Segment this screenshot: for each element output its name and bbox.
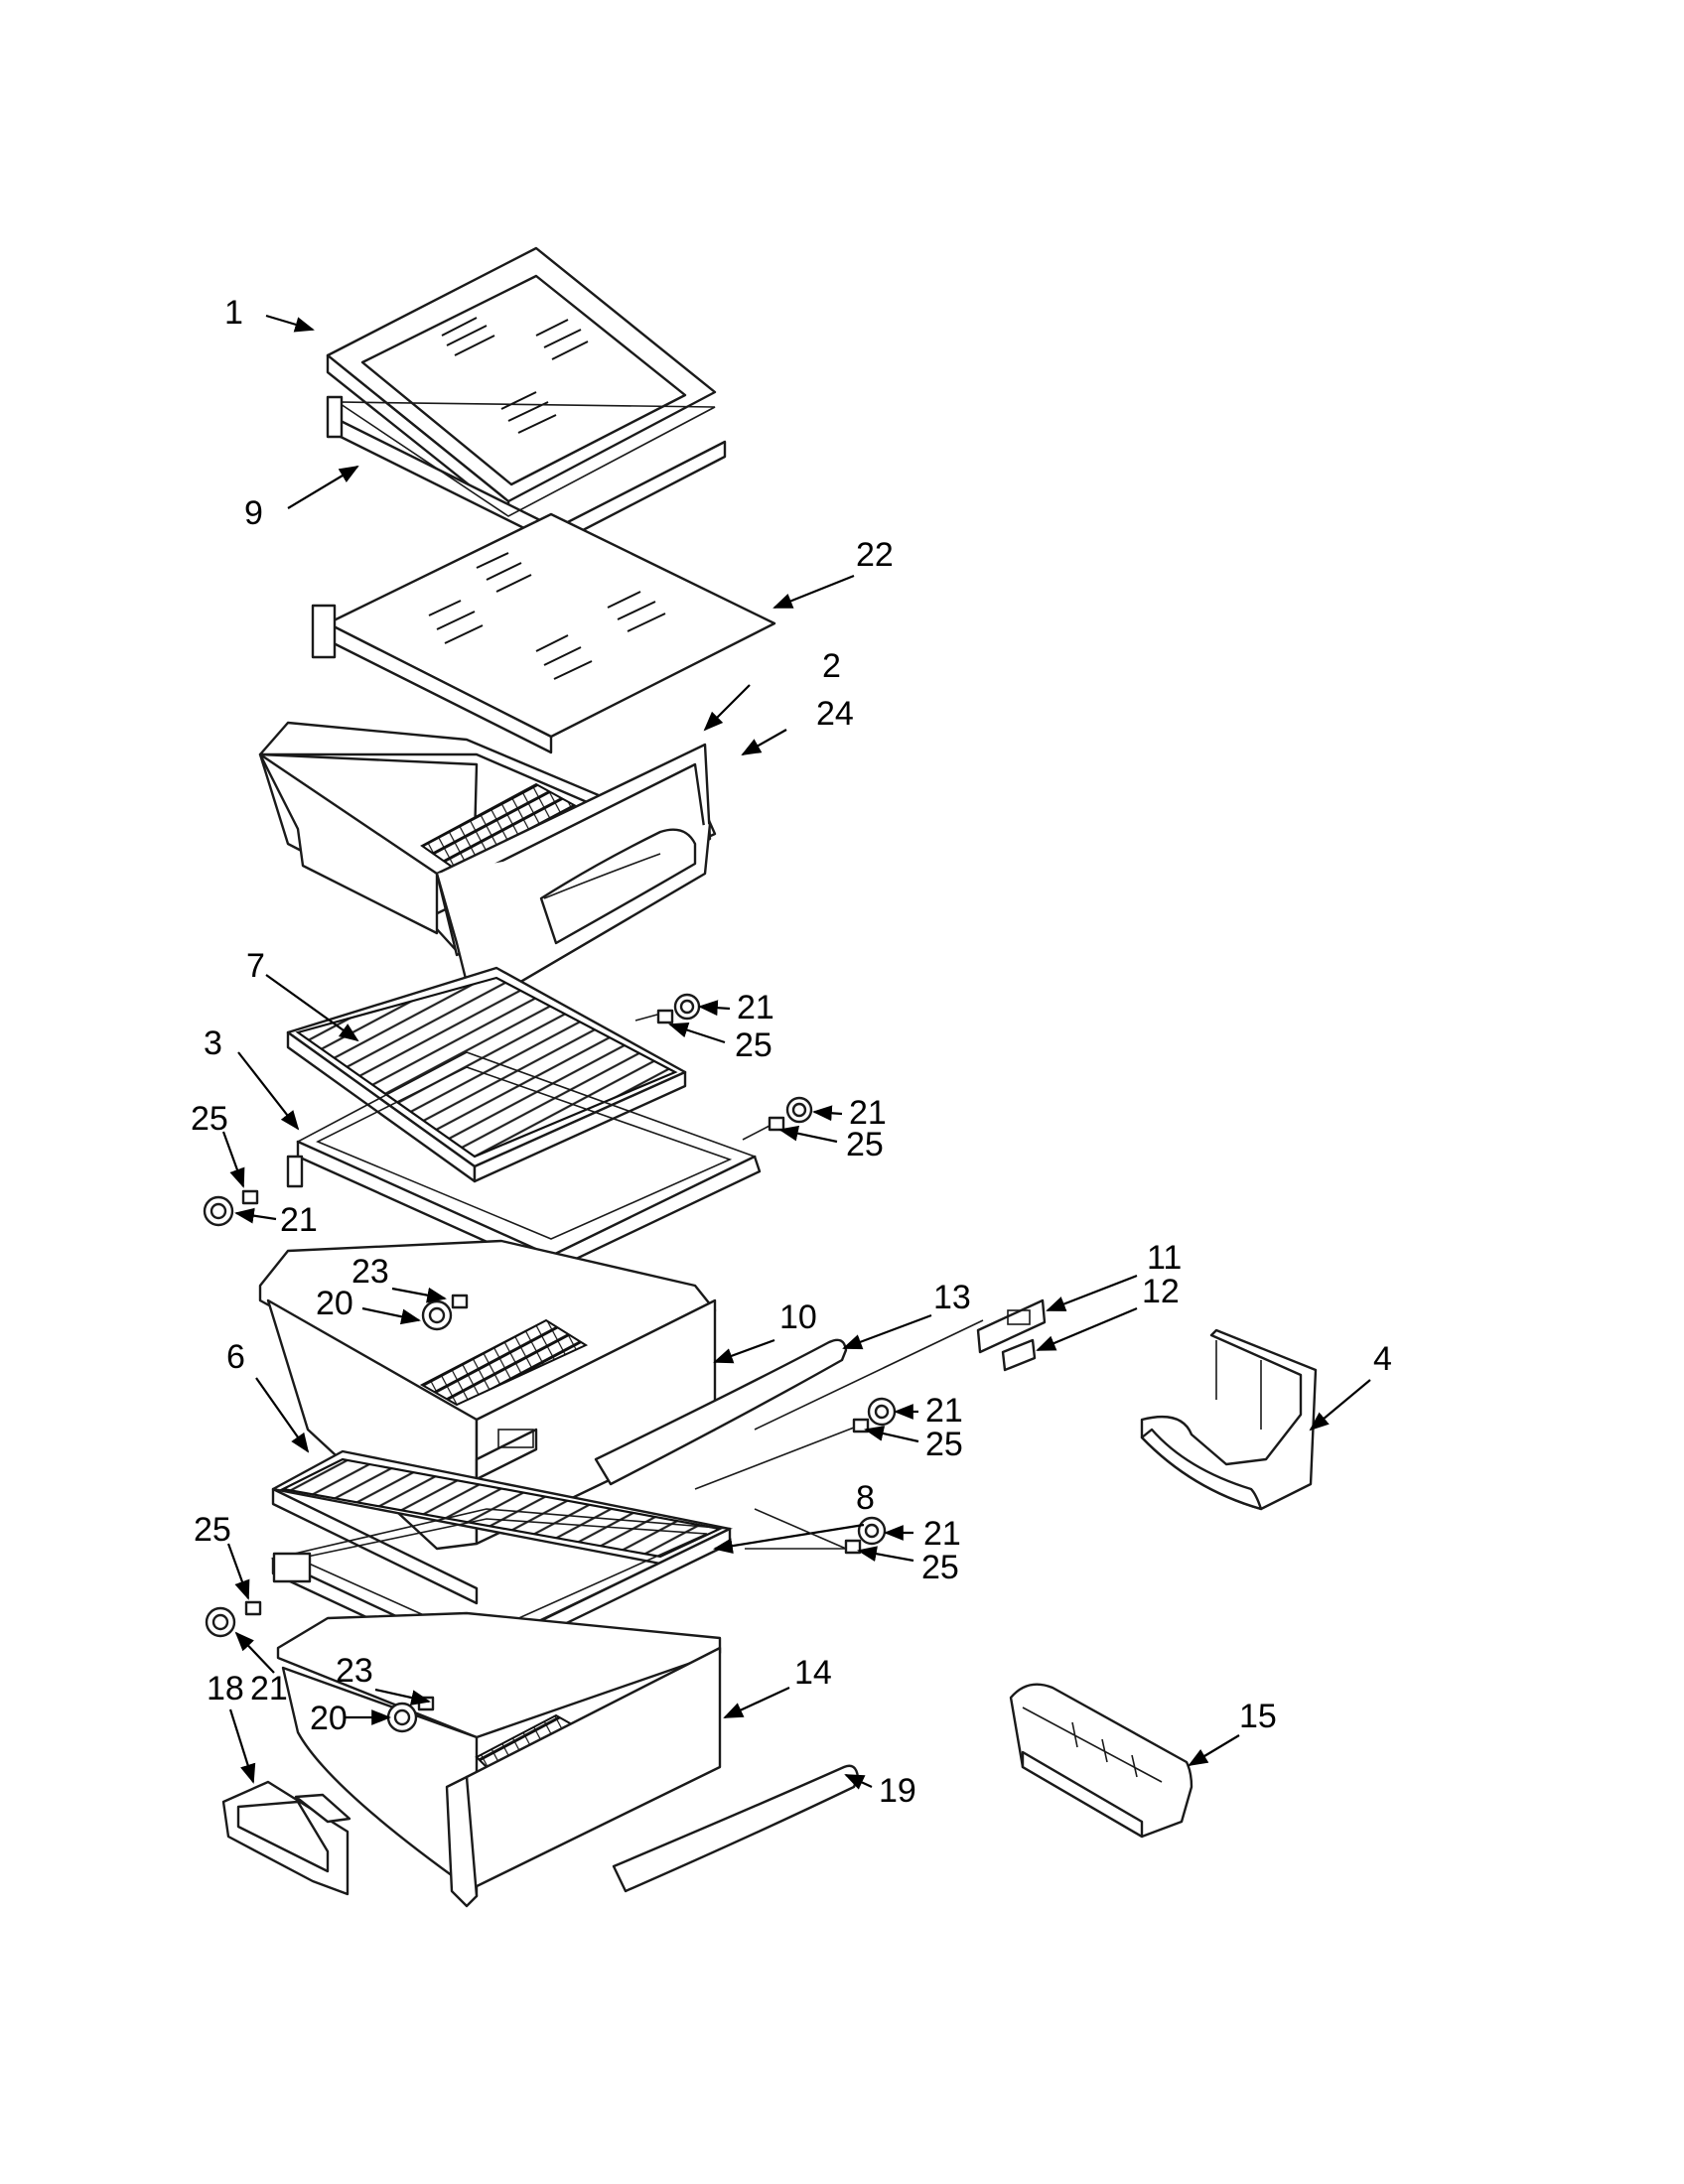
callout-1: 1 bbox=[224, 294, 243, 332]
bracket-part-11 bbox=[976, 1298, 1047, 1354]
callout-6: 6 bbox=[226, 1338, 245, 1376]
callout-13: 13 bbox=[933, 1279, 971, 1316]
callout-3: 3 bbox=[204, 1024, 222, 1062]
bumper-group-mid-right bbox=[768, 1096, 813, 1132]
shelf-frame-part-3 bbox=[286, 1051, 762, 1273]
shelf-glass-part-22 bbox=[311, 512, 776, 754]
callout-21-e: 21 bbox=[923, 1515, 961, 1553]
ribbed-shelf-part-6 bbox=[271, 1449, 732, 1605]
callout-23-b: 23 bbox=[336, 1652, 373, 1690]
leader-lines bbox=[221, 314, 1371, 1790]
callout-20-a: 20 bbox=[316, 1285, 353, 1322]
drawer-cover-part-24 bbox=[539, 828, 697, 945]
callout-21-f: 21 bbox=[250, 1670, 288, 1707]
callout-23-a: 23 bbox=[351, 1253, 389, 1291]
callout-2: 2 bbox=[822, 647, 841, 685]
bumper-group-20-23-upper bbox=[421, 1294, 469, 1331]
bumper-group-right-bottom bbox=[844, 1516, 887, 1555]
callout-21-a: 21 bbox=[737, 989, 774, 1026]
callout-18: 18 bbox=[207, 1670, 244, 1707]
callout-25-d: 25 bbox=[925, 1426, 963, 1463]
label-card-part-18 bbox=[221, 1780, 351, 1896]
callout-8: 8 bbox=[856, 1479, 875, 1517]
callout-20-b: 20 bbox=[310, 1700, 348, 1737]
bin-part-15 bbox=[1009, 1683, 1193, 1839]
callout-25-b: 25 bbox=[846, 1126, 884, 1163]
callout-21-d: 21 bbox=[925, 1392, 963, 1430]
callout-19: 19 bbox=[879, 1772, 916, 1810]
callout-labels: 1 9 22 2 24 7 21 25 3 21 25 25 21 23 20 … bbox=[191, 294, 1392, 1810]
callout-10: 10 bbox=[779, 1298, 817, 1336]
side-bin-part-4 bbox=[1140, 1328, 1318, 1511]
callout-22: 22 bbox=[856, 536, 894, 574]
callout-14: 14 bbox=[794, 1654, 832, 1692]
callout-15: 15 bbox=[1239, 1698, 1277, 1735]
crisper-drawer-part-14 bbox=[276, 1611, 722, 1908]
callout-4: 4 bbox=[1373, 1340, 1392, 1378]
callout-24: 24 bbox=[816, 695, 854, 733]
callout-21-b: 21 bbox=[849, 1094, 887, 1132]
bumper-group-upper-right bbox=[656, 993, 701, 1024]
callout-25-a: 25 bbox=[735, 1026, 772, 1064]
bumper-group-left-lower bbox=[205, 1600, 262, 1638]
bumper-group-20-23-lower bbox=[386, 1696, 435, 1733]
callout-9: 9 bbox=[244, 494, 263, 532]
shelf-glass-part-1 bbox=[326, 246, 717, 518]
callout-21-c: 21 bbox=[280, 1201, 318, 1239]
cover-strip-part-19 bbox=[612, 1764, 860, 1893]
callout-11: 11 bbox=[1147, 1239, 1182, 1277]
callout-25-e: 25 bbox=[921, 1549, 959, 1586]
ribbed-shelf-part-7 bbox=[286, 966, 687, 1183]
callout-7: 7 bbox=[246, 947, 265, 985]
bumper-group-left-upper bbox=[203, 1189, 259, 1227]
crisper-drawer-part-10 bbox=[258, 1239, 717, 1551]
callout-25-f: 25 bbox=[194, 1511, 231, 1549]
bracket-part-12 bbox=[1001, 1338, 1037, 1372]
callout-12: 12 bbox=[1142, 1273, 1180, 1310]
callout-25-c: 25 bbox=[191, 1100, 228, 1138]
bumper-group-right-lower bbox=[852, 1397, 897, 1433]
